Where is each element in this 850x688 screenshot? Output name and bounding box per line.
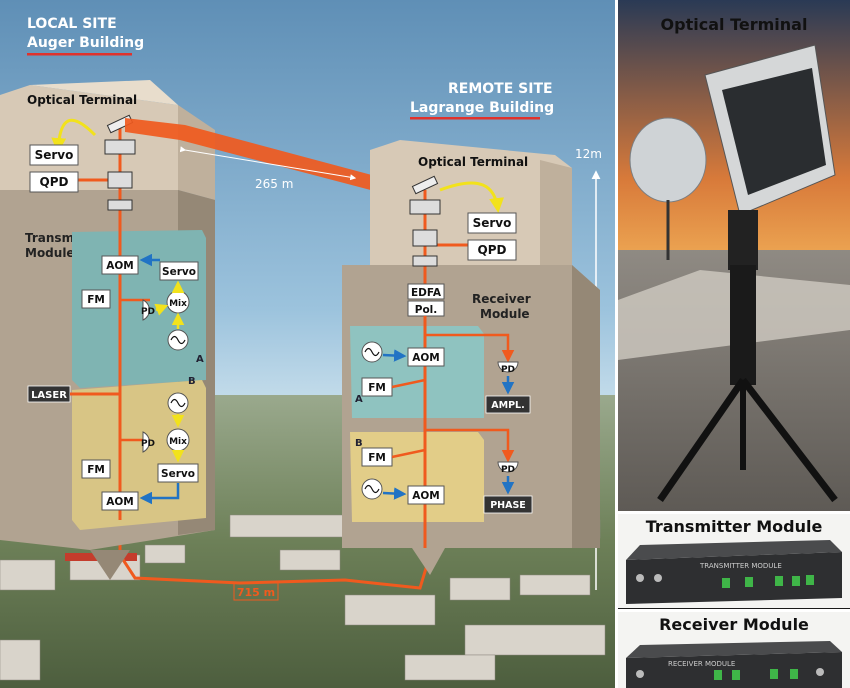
- transmitter-b-pd: [142, 431, 150, 453]
- phase-output: [483, 495, 533, 514]
- svg-text:FM: FM: [368, 452, 386, 464]
- fiber-distance-label: 715 m: [237, 586, 275, 599]
- receiver-faceplate-text: RECEIVER MODULE: [668, 660, 735, 668]
- dish-antenna: [629, 117, 707, 203]
- svg-text:AOM: AOM: [106, 260, 134, 272]
- svg-text:PD: PD: [141, 439, 155, 449]
- photo-transmitter-title: Transmitter Module: [646, 517, 823, 536]
- remote-terminal-title: Optical Terminal: [418, 155, 528, 169]
- remote-mirror: [411, 175, 439, 195]
- svg-text:Pol.: Pol.: [415, 304, 438, 316]
- svg-text:EDFA: EDFA: [411, 287, 442, 299]
- local-qpd-label: QPD: [40, 175, 69, 189]
- photo-transmitter-module: Transmitter Module TRANSMITTER MODULE: [618, 514, 850, 608]
- remote-building: Optical Terminal Servo QPD EDFA Pol. Rec…: [342, 140, 600, 575]
- remote-qpd-label: QPD: [478, 243, 507, 257]
- local-servo-box: [29, 144, 79, 166]
- remote-site-subtitle: Lagrange Building: [410, 100, 554, 116]
- tripod-column: [730, 265, 756, 385]
- free-space-distance-arrow: [179, 146, 357, 181]
- photo-terminal-title: Optical Terminal: [661, 15, 808, 34]
- local-terminal-title: Optical Terminal: [27, 93, 137, 107]
- fiber-label-box: [233, 582, 279, 601]
- remote-telescope: [409, 199, 441, 215]
- local-site-title: LOCAL SITE: [27, 16, 117, 32]
- remote-servo-label: Servo: [473, 216, 512, 230]
- transmitter-b-servo: [157, 463, 199, 483]
- transmitter-a-fm: [81, 289, 111, 309]
- remote-site-underline: [410, 117, 540, 120]
- svg-text:FM: FM: [87, 464, 105, 476]
- transmitter-title-2: Module: [25, 246, 75, 260]
- amplitude-output: [485, 395, 531, 414]
- height-label: 12m: [575, 147, 602, 161]
- svg-text:PD: PD: [501, 465, 515, 475]
- svg-text:FM: FM: [87, 294, 105, 306]
- local-qpd-box: [29, 171, 79, 193]
- transmitter-a-pd: [142, 299, 150, 321]
- transmitter-a-aom: [101, 255, 139, 275]
- local-servo-label: Servo: [35, 148, 74, 162]
- transmitter-faceplate-text: TRANSMITTER MODULE: [699, 562, 782, 570]
- svg-text:AOM: AOM: [412, 352, 440, 364]
- local-telescope: [104, 139, 136, 155]
- transmitter-b-fm: [81, 459, 111, 479]
- edfa-box: [407, 283, 445, 300]
- remote-qpd-box: [467, 239, 517, 261]
- free-space-distance-label: 265 m: [255, 177, 293, 191]
- photo-optical-terminal: Optical Terminal: [618, 0, 850, 512]
- transmitter-panel-b-tag: B: [188, 376, 196, 387]
- photo-receiver-module: Receiver Module RECEIVER MODULE: [618, 612, 850, 688]
- receiver-title-1: Receiver: [472, 292, 531, 306]
- svg-text:PD: PD: [501, 365, 515, 375]
- receiver-b-pd: [497, 461, 519, 473]
- svg-text:AOM: AOM: [106, 496, 134, 508]
- svg-text:FM: FM: [368, 382, 386, 394]
- transmitter-a-servo: [159, 261, 199, 281]
- receiver-a-pd: [497, 361, 519, 373]
- svg-text:Mix: Mix: [169, 299, 187, 309]
- receiver-panel-a: [350, 326, 484, 418]
- receiver-a-aom: [407, 347, 445, 367]
- receiver-b-aom: [407, 485, 445, 505]
- receiver-title-2: Module: [480, 307, 530, 321]
- main-scene: 715 m LOCAL SITE Auger Building REMOTE S…: [0, 0, 615, 688]
- aerial-buildings: [0, 514, 606, 681]
- local-site-underline: [27, 53, 132, 56]
- transmitter-b-aom: [101, 491, 139, 511]
- transmitter-panel-a-tag: A: [196, 354, 204, 365]
- remote-servo-box: [467, 212, 517, 234]
- receiver-panel-b: [350, 432, 484, 522]
- receiver-module-body: [342, 265, 600, 575]
- svg-text:AOM: AOM: [412, 490, 440, 502]
- local-building: Optical Terminal Servo QPD Transmitter M…: [0, 80, 215, 580]
- receiver-panel-a-tag: A: [355, 394, 363, 405]
- receiver-panel-b-tag: B: [355, 438, 363, 449]
- svg-text:PD: PD: [141, 307, 155, 317]
- svg-text:Mix: Mix: [169, 437, 187, 447]
- local-site-subtitle: Auger Building: [27, 35, 144, 51]
- svg-text:Servo: Servo: [162, 266, 196, 278]
- svg-text:AMPL.: AMPL.: [491, 400, 524, 411]
- photo-receiver-title: Receiver Module: [659, 615, 809, 634]
- remote-site-title: REMOTE SITE: [448, 81, 553, 97]
- svg-text:PHASE: PHASE: [490, 500, 526, 511]
- svg-text:LASER: LASER: [31, 390, 67, 401]
- svg-text:Servo: Servo: [161, 468, 195, 480]
